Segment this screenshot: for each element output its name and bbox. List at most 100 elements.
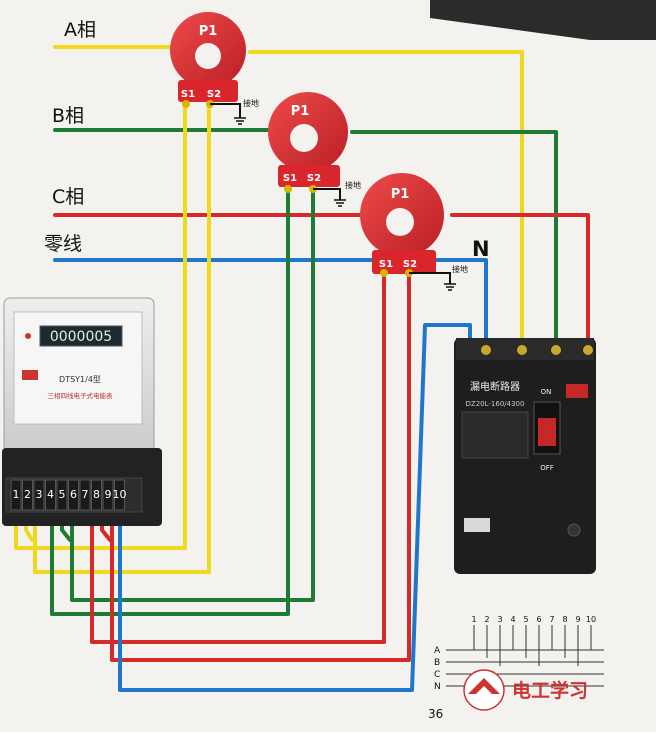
meter-terminal-6: 6: [68, 479, 79, 511]
ct-c-s2-label: S2: [403, 259, 417, 270]
meter-terminal-9: 9: [102, 479, 114, 511]
label-phase-a: A相: [64, 19, 96, 41]
ct-a-ground-label: 接地: [243, 98, 259, 108]
ct-b-terminal-s1: [284, 185, 292, 193]
mini-terminal-label: 3: [497, 615, 502, 624]
mini-terminal-label: 4: [510, 615, 515, 624]
wires: [14, 45, 590, 692]
mini-terminal-label: 8: [562, 615, 567, 624]
wire-meter-t4: [50, 181, 290, 616]
ct-b-s2-label: S2: [307, 173, 321, 184]
ct-a: P1 S1 S2 接地: [170, 12, 259, 125]
mini-terminal-label: 7: [549, 615, 554, 624]
breaker-terminal-b: [551, 345, 561, 355]
meter-terminal-label: 1: [13, 488, 20, 501]
mini-row-label: B: [434, 658, 440, 668]
breaker-on-label: ON: [541, 388, 552, 396]
label-phase-c: C相: [52, 186, 84, 208]
ct-b-ground-wire: [313, 188, 341, 200]
ct-c-p1-label: P1: [391, 187, 410, 202]
ct-a-hole: [195, 43, 221, 69]
ground-icon: [234, 117, 246, 125]
ct-c-hole: [386, 208, 414, 236]
wire-neutral-main: [53, 258, 488, 348]
breaker-spec-plate: [461, 411, 529, 459]
ct-a-p1-label: P1: [199, 24, 218, 39]
watermark-text: 电工学习: [512, 679, 588, 702]
wire-phase-a-main: [53, 45, 524, 348]
ct-b-hole: [290, 124, 318, 152]
breaker-off-label: OFF: [540, 464, 554, 472]
page-number: 36: [428, 707, 443, 721]
circuit-breaker: 漏电断路器 DZ20L-160/4300 ON OFF: [454, 338, 596, 574]
label-neutral: 零线: [44, 233, 82, 255]
meter-terminal-label: 4: [47, 488, 54, 501]
breaker-test-button[interactable]: [464, 518, 490, 532]
meter-terminal-5: 5: [56, 479, 68, 511]
breaker-terminal-a: [517, 345, 527, 355]
ct-b-p1-label: P1: [291, 104, 310, 119]
breaker-reset-screw: [567, 523, 581, 537]
meter-terminal-7: 7: [79, 479, 91, 511]
wire-meter-t7: [90, 270, 386, 644]
ct-c-ground-label: 接地: [452, 264, 468, 274]
mini-terminal-label: 2: [484, 615, 489, 624]
ground-icon: [444, 283, 456, 291]
breaker-brand-badge: [566, 384, 588, 398]
mini-row-label: C: [434, 670, 440, 680]
meter-terminal-label: 6: [70, 488, 77, 501]
watermark: 电工学习: [463, 669, 588, 711]
meter-model: DTSY1/4型: [59, 375, 101, 384]
meter-terminal-label: 8: [93, 488, 100, 501]
meter-terminal-3: 3: [33, 479, 45, 511]
meter-logo: [22, 370, 38, 380]
paper-shadow: [430, 0, 656, 40]
meter-terminal-4: 4: [45, 479, 56, 511]
meter-terminal-1: 1: [10, 479, 22, 511]
meter-terminal-label: 2: [24, 488, 31, 501]
meter-terminal-label: 3: [36, 488, 43, 501]
ct-c-ground-wire: [409, 272, 451, 284]
meter-terminal-label: 9: [105, 488, 112, 501]
mini-terminal-label: 1: [471, 615, 476, 624]
ct-a-s2-label: S2: [207, 89, 221, 100]
meter-brand: 三相四线电子式电能表: [48, 391, 114, 400]
breaker-name: 漏电断路器: [470, 380, 520, 393]
breaker-terminal-c: [583, 345, 593, 355]
ct-a-terminal-s1: [182, 100, 190, 108]
meter-display: [39, 325, 123, 347]
meter-terminal-label: 5: [59, 488, 66, 501]
mini-terminal-label: 10: [586, 615, 596, 624]
mini-terminal-label: 6: [536, 615, 541, 624]
mini-terminal-label: 9: [575, 615, 580, 624]
wire-meter-t9: [110, 270, 411, 662]
watermark-logo-icon: [463, 669, 505, 711]
ct-c-terminal-s1: [380, 269, 388, 277]
mini-row-label: N: [434, 682, 441, 692]
meter-terminal-label: 10: [113, 488, 127, 501]
meter-indicator-led: [25, 333, 31, 339]
meter-terminal-2: 2: [22, 479, 33, 511]
wire-meter-t10: [118, 323, 472, 692]
meter-terminal-10: 10: [113, 479, 127, 511]
label-phase-b: B相: [52, 105, 84, 127]
ct-c-s1-label: S1: [379, 259, 393, 270]
meter-reading: 0000005: [50, 329, 112, 345]
ct-b-ground-label: 接地: [345, 180, 361, 190]
meter-terminal-8: 8: [91, 479, 102, 511]
mini-diagram-frame: [422, 610, 606, 698]
ct-b: P1 S1 S2 接地: [268, 92, 361, 207]
wire-phase-b-main: [53, 128, 558, 348]
wire-meter-t1: [14, 98, 187, 550]
breaker-handle[interactable]: [538, 418, 556, 446]
ct-b-base: [278, 165, 340, 187]
ct-b-s1-label: S1: [283, 173, 297, 184]
ct-a-ground-wire: [210, 103, 241, 118]
ct-a-s1-label: S1: [181, 89, 195, 100]
breaker-model: DZ20L-160/4300: [466, 400, 525, 408]
